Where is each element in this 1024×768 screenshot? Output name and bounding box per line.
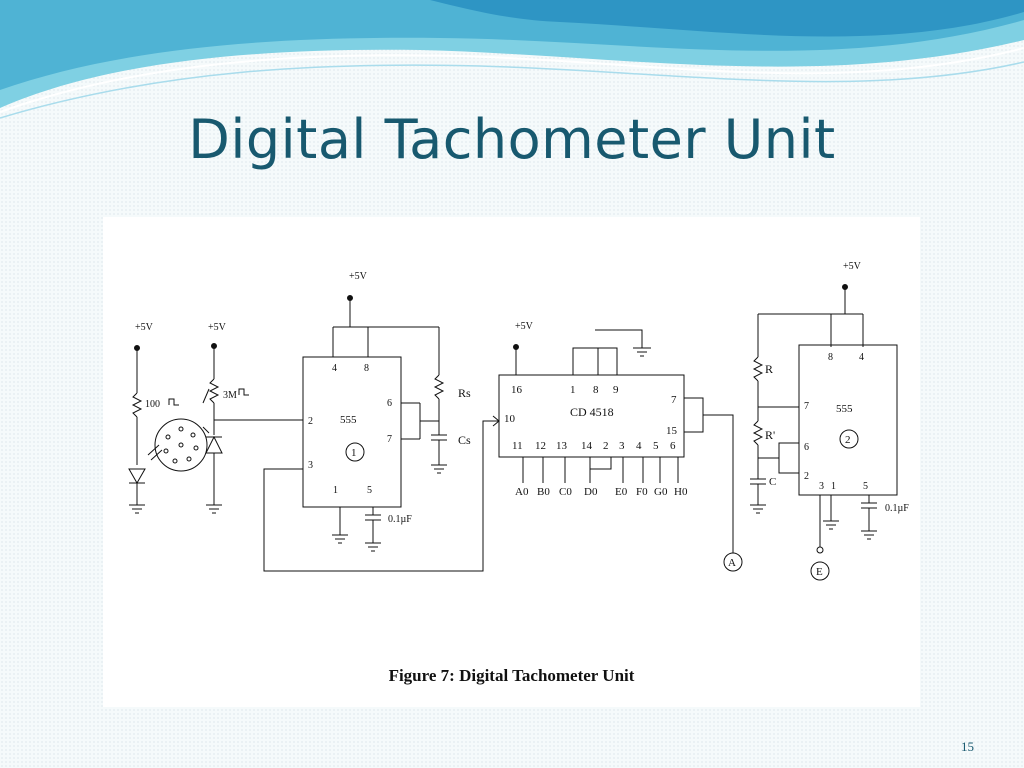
svg-text:15: 15: [666, 425, 678, 437]
timer2-cap-label: 0.1µF: [885, 503, 909, 514]
photo-resistor-label: 3M: [223, 390, 237, 401]
output-label: C0: [559, 486, 572, 498]
timer1-chip: [302, 356, 402, 508]
timer1-cap-label: 0.1µF: [388, 514, 412, 525]
svg-text:5: 5: [653, 440, 659, 452]
svg-text:2: 2: [308, 416, 313, 427]
output-label: B0: [537, 486, 550, 498]
circuit-figure: +5V +5V 100 3M: [103, 217, 920, 707]
output-label: F0: [636, 486, 648, 498]
svg-text:8: 8: [593, 384, 599, 396]
pulse-symbol: [238, 388, 249, 396]
led-diode: [128, 468, 146, 485]
svg-text:A: A: [728, 557, 736, 569]
svg-text:4: 4: [636, 440, 642, 452]
led-resistor: [131, 392, 143, 418]
output-label: A0: [515, 486, 529, 498]
figure-caption: Figure 7: Digital Tachometer Unit: [388, 666, 635, 685]
svg-text:7: 7: [387, 434, 392, 445]
svg-text:16: 16: [511, 384, 523, 396]
header-wave-decoration: [0, 0, 1024, 119]
svg-text:14: 14: [581, 440, 593, 452]
page-number: 15: [961, 739, 974, 754]
supply-label: +5V: [135, 322, 154, 333]
svg-text:3: 3: [819, 481, 824, 492]
photo-diode: [205, 435, 223, 454]
counter-label: CD 4518: [570, 405, 614, 419]
circuit-schematic: +5V +5V 100 3M: [128, 261, 909, 581]
timer2-chip: [798, 344, 898, 496]
timer1-label: 555: [340, 414, 357, 426]
svg-text:7: 7: [804, 401, 809, 412]
svg-text:5: 5: [863, 481, 868, 492]
supply-label: +5V: [349, 271, 368, 282]
svg-text:10: 10: [504, 413, 516, 425]
output-label: E0: [615, 486, 628, 498]
connector-a: [723, 552, 743, 572]
r-resistor: [752, 356, 764, 382]
svg-text:4: 4: [332, 363, 337, 374]
svg-text:11: 11: [512, 440, 523, 452]
svg-text:12: 12: [535, 440, 546, 452]
output-label: D0: [584, 486, 598, 498]
svg-text:2: 2: [845, 434, 851, 446]
timer1-number-badge: [345, 442, 365, 462]
svg-text:2: 2: [603, 440, 609, 452]
output-label: G0: [654, 486, 668, 498]
svg-text:4: 4: [859, 352, 864, 363]
r-label: R: [765, 362, 773, 376]
supply-label: +5V: [208, 322, 227, 333]
svg-text:7: 7: [671, 394, 677, 406]
svg-text:1: 1: [831, 481, 836, 492]
connector-e: [810, 561, 830, 581]
c-label: C: [769, 476, 776, 488]
timer2-label: 555: [836, 403, 853, 415]
slide-title: Digital Tachometer Unit: [188, 108, 836, 171]
svg-text:1: 1: [351, 447, 357, 459]
supply-label: +5V: [843, 261, 862, 272]
supply-label: +5V: [515, 321, 534, 332]
svg-text:6: 6: [804, 442, 809, 453]
svg-text:6: 6: [670, 440, 676, 452]
output-label: H0: [674, 486, 688, 498]
rs-resistor: [433, 374, 445, 400]
photo-resistor: [208, 378, 220, 404]
svg-text:E: E: [816, 566, 823, 578]
svg-text:8: 8: [828, 352, 833, 363]
svg-text:9: 9: [613, 384, 619, 396]
counter-chip: [498, 374, 685, 458]
svg-text:6: 6: [387, 398, 392, 409]
svg-text:8: 8: [364, 363, 369, 374]
r2-label: R': [765, 428, 775, 442]
svg-text:3: 3: [619, 440, 625, 452]
svg-text:13: 13: [556, 440, 568, 452]
encoder-disc: [154, 418, 208, 472]
timer2-number-badge: [839, 429, 859, 449]
svg-text:3: 3: [308, 460, 313, 471]
cs-label: Cs: [458, 433, 471, 447]
rs-label: Rs: [458, 386, 471, 400]
pulse-symbol: [168, 398, 179, 406]
svg-text:5: 5: [367, 485, 372, 496]
svg-text:2: 2: [804, 471, 809, 482]
r2-resistor: [752, 420, 764, 446]
svg-text:1: 1: [570, 384, 576, 396]
svg-text:1: 1: [333, 485, 338, 496]
led-resistor-label: 100: [145, 399, 160, 410]
